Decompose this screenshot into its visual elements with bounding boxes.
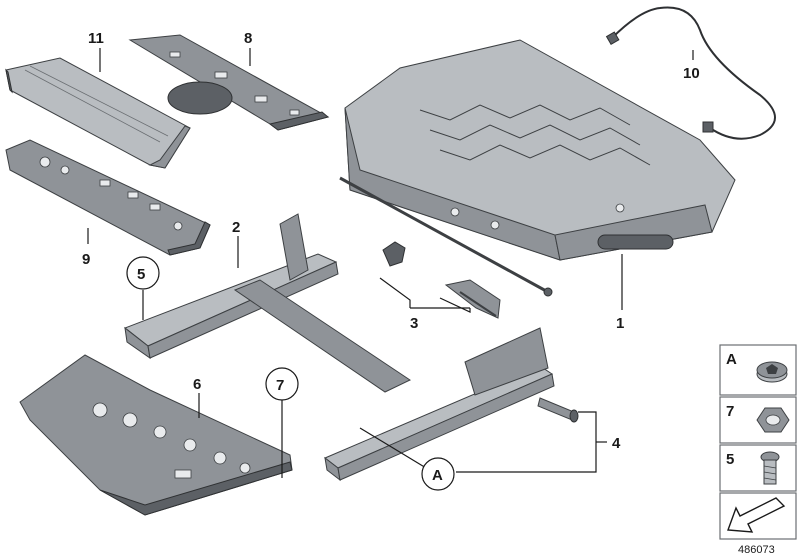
legend-label-b: 7 (726, 403, 734, 420)
callout-A-circled: A (421, 457, 455, 491)
callout-A: A (432, 467, 443, 484)
part-4-bolt[interactable] (537, 397, 579, 423)
part-8-mounting-plate[interactable] (128, 34, 330, 131)
hex-nut-icon (756, 407, 790, 433)
callout-6: 6 (193, 376, 201, 393)
rail-connecting-tube (233, 279, 412, 393)
part-4-seat-rail-right[interactable] (324, 327, 555, 482)
legend-label-a: A (726, 351, 737, 368)
screw-head-icon (756, 361, 788, 383)
part-11-seat-cushion-strip[interactable] (5, 57, 191, 169)
callout-5: 5 (137, 266, 145, 283)
legend-label-c: 5 (726, 451, 734, 468)
callout-2: 2 (232, 219, 240, 236)
callout-9: 9 (82, 251, 90, 268)
callout-10: 10 (683, 65, 700, 82)
part-2-seat-rail-left[interactable] (123, 213, 339, 360)
part-9-side-panel[interactable] (5, 139, 211, 256)
direction-arrow-icon (727, 497, 786, 533)
callout-1: 1 (616, 315, 624, 332)
fastener-legend: A 7 5 (719, 344, 797, 540)
callout-4: 4 (612, 435, 621, 452)
callout-7: 7 (276, 377, 284, 394)
part-6-under-panel[interactable] (19, 354, 293, 516)
callout-8: 8 (244, 30, 252, 47)
part-3-adjuster-components[interactable] (382, 241, 501, 319)
part-10-wiring-cable[interactable] (605, 6, 776, 140)
callout-11: 11 (88, 30, 104, 47)
callout-7-circled: 7 (265, 367, 299, 401)
figure-number: 486073 (738, 544, 775, 556)
callout-3: 3 (410, 315, 418, 332)
bolt-icon (760, 451, 780, 485)
part-1-seat-frame[interactable] (339, 39, 736, 297)
callout-5-circled: 5 (126, 256, 160, 290)
